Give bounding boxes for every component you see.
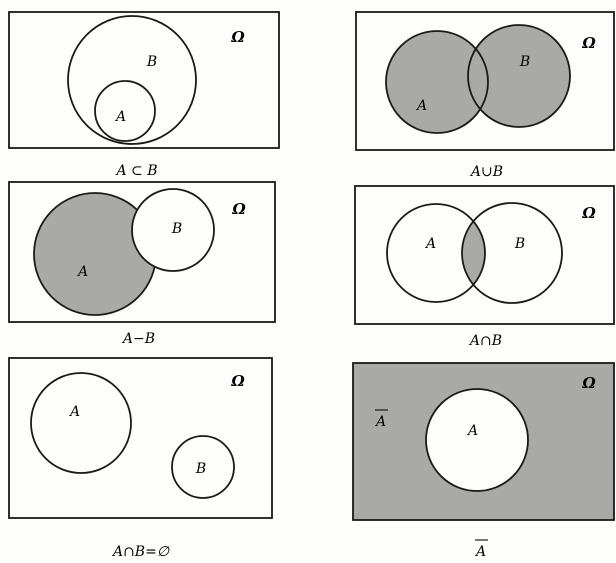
panel-subset: B A Ω A ⊂ B bbox=[8, 11, 280, 179]
circle-a bbox=[386, 203, 486, 303]
panel-union: A B Ω A∪B bbox=[355, 11, 615, 180]
panel-difference: A B Ω A−B bbox=[8, 181, 276, 347]
caption: A∩B bbox=[468, 333, 502, 349]
label-a: A bbox=[114, 109, 126, 125]
circle-a bbox=[94, 80, 156, 142]
label-a: A bbox=[76, 264, 88, 280]
label-b: B bbox=[171, 221, 182, 237]
circle-a bbox=[30, 372, 132, 474]
caption: A ⊂ B bbox=[114, 163, 157, 179]
universe-label: Ω bbox=[581, 374, 596, 392]
label-a: A bbox=[424, 236, 436, 252]
label-a: A bbox=[68, 404, 80, 420]
circle-b bbox=[467, 24, 571, 128]
shade-b bbox=[468, 25, 570, 127]
label-a: A bbox=[466, 423, 478, 439]
caption: A∪B bbox=[469, 164, 503, 180]
panel-disjoint: A B Ω A∩B=∅ bbox=[8, 357, 273, 560]
universe-label: Ω bbox=[581, 34, 596, 52]
universe-rect bbox=[8, 357, 273, 519]
circle-b bbox=[131, 188, 215, 272]
label-b: B bbox=[195, 461, 206, 477]
caption: A−B bbox=[121, 331, 155, 347]
label-complement: A bbox=[374, 414, 386, 430]
panel-intersection: A B Ω A∩B bbox=[354, 185, 615, 349]
label-b: B bbox=[514, 236, 525, 252]
shade-a bbox=[386, 31, 488, 133]
circle-a bbox=[425, 388, 529, 492]
label-a: A bbox=[415, 98, 427, 114]
circle-b bbox=[67, 15, 197, 145]
label-b: B bbox=[519, 54, 530, 70]
circle-b bbox=[461, 202, 563, 304]
panel-complement: A A Ω A bbox=[352, 362, 615, 560]
label-b: B bbox=[146, 54, 157, 70]
universe-label: Ω bbox=[231, 200, 246, 218]
circle-a bbox=[385, 30, 489, 134]
caption: A∩B=∅ bbox=[111, 544, 170, 560]
caption: A bbox=[474, 544, 486, 560]
universe-label: Ω bbox=[230, 372, 245, 390]
universe-label: Ω bbox=[230, 28, 245, 46]
circle-b bbox=[171, 435, 235, 499]
universe-rect bbox=[8, 11, 280, 149]
universe-label: Ω bbox=[581, 204, 596, 222]
